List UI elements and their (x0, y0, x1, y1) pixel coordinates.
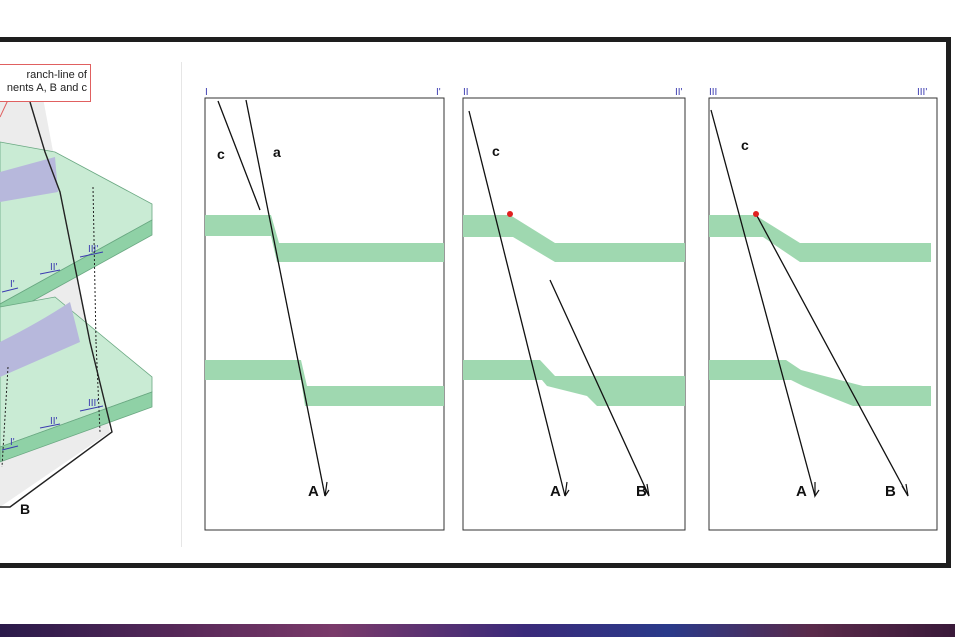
section-III-left-tag: III (709, 87, 717, 98)
mark-bot-3: III' (88, 398, 98, 409)
callout-line-1: ranch-line of (26, 69, 87, 81)
mark-top-1: I' (10, 279, 15, 290)
panel-separator (181, 62, 182, 547)
section-I-lower-layer (205, 360, 444, 406)
fault-a-arrow (324, 481, 330, 497)
fault-block-outline (0, 101, 113, 508)
label-B: B (636, 483, 647, 500)
bottom-layer-slab-front (0, 391, 153, 463)
section-I-right-tag: I' (436, 87, 441, 98)
label-B-3d: B (20, 501, 30, 517)
mark-top-2: II' (50, 262, 58, 273)
label-A: A (796, 483, 807, 500)
mark-top-3: III' (88, 244, 98, 255)
section-I-frame (204, 97, 445, 531)
dashed-edge-2 (92, 186, 97, 343)
mark-bot-1: I' (10, 437, 15, 448)
section-III-lower-layer (709, 360, 931, 406)
fault-c-A (710, 109, 816, 497)
label-A: A (550, 483, 561, 500)
fault-B-arrow (642, 483, 650, 497)
section-III-right-tag: III' (917, 87, 927, 98)
dashed-edge (1, 366, 9, 468)
block-diagram-3d: I' II' III' I' II' III' B (0, 82, 153, 517)
section-I-upper-layer (205, 215, 444, 262)
cross-section-III: III III' c A B (708, 87, 938, 531)
callout-line-2: nents A, B and c (6, 82, 87, 94)
fault-B (755, 213, 909, 497)
top-layer-marks: I' II' III' (1, 244, 104, 293)
label-A: A (308, 483, 319, 500)
fault-c-A (468, 110, 566, 497)
label-a: a (273, 144, 281, 160)
label-B: B (885, 483, 896, 500)
section-II-right-tag: II' (675, 87, 683, 98)
bottom-decorative-strip (0, 624, 955, 637)
label-c: c (217, 146, 225, 162)
fault-a (245, 99, 326, 497)
fault-A-arrow (814, 482, 820, 498)
section-II-left-tag: II (463, 87, 469, 98)
branch-point (753, 211, 759, 217)
section-II-frame (462, 97, 686, 531)
section-III-upper-layer (709, 215, 931, 262)
fault-c (217, 100, 261, 211)
fault-B-arrow (901, 483, 909, 497)
section-III-frame (708, 97, 938, 531)
branch-point (507, 211, 513, 217)
section-I-left-tag: I (205, 87, 208, 98)
callout-leader (0, 99, 9, 118)
fault-A-arrow (564, 481, 570, 497)
branch-line-callout: ranch-line of nents A, B and c (0, 64, 91, 102)
bottom-layer-marks: I' II' III' (1, 398, 104, 451)
label-c: c (741, 137, 749, 153)
cross-section-I: I I' c a A (204, 87, 445, 531)
mark-bot-2: II' (50, 416, 58, 427)
fault-B (549, 279, 650, 497)
fault-plane-bottom (0, 302, 80, 377)
fault-plane-top (0, 157, 58, 202)
dashed-edge-3 (95, 341, 101, 433)
cross-section-II: II II' c A B (462, 87, 686, 531)
section-II-upper-layer (463, 215, 685, 262)
label-c: c (492, 143, 500, 159)
section-II-lower-layer (463, 360, 685, 406)
